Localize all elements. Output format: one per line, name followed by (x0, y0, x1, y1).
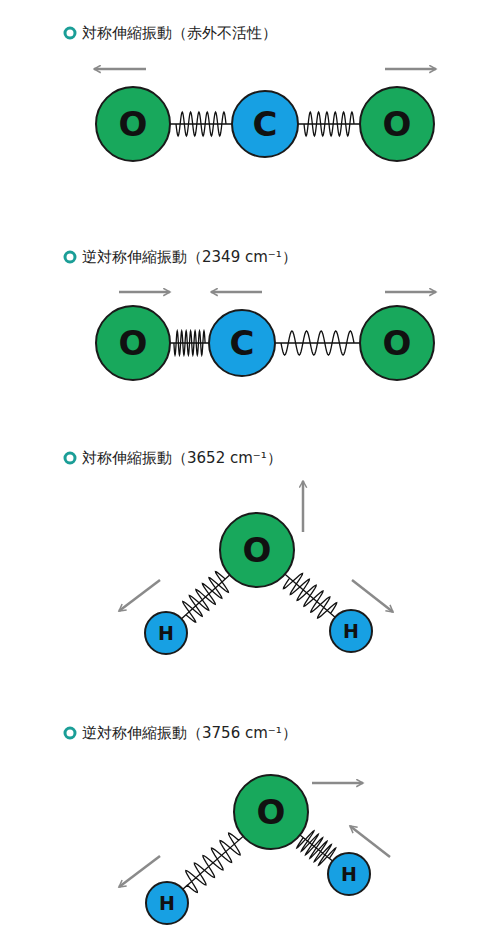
atom-circle: O (219, 512, 295, 588)
heading-label: 逆対称伸縮振動（3756 cm⁻¹） (82, 724, 297, 742)
atom-symbol: O (119, 107, 148, 141)
bond-spring (170, 331, 209, 355)
bond-spring (297, 831, 336, 865)
atom-circle: O (233, 774, 309, 850)
bullet-ring (65, 252, 75, 262)
heading-label: 対称伸縮振動（3652 cm⁻¹） (82, 449, 282, 467)
motion-arrow (312, 782, 363, 785)
atom-symbol: H (158, 624, 174, 643)
heading-label: 逆対称伸縮振動（2349 cm⁻¹） (82, 248, 297, 266)
motion-arrow (302, 481, 305, 532)
atom-circle: O (95, 305, 171, 381)
atom-circle: O (359, 86, 435, 162)
bond-spring (170, 112, 232, 136)
atom-circle: O (95, 86, 171, 162)
atom-circle: O (359, 305, 435, 381)
motion-arrow (119, 291, 170, 294)
motion-arrow (211, 291, 262, 294)
bond-spring (275, 331, 360, 355)
atom-symbol: H (343, 622, 359, 641)
atom-circle: H (329, 609, 373, 653)
atom-symbol: O (383, 107, 412, 141)
atom-symbol: O (243, 533, 272, 567)
atom-symbol: H (159, 894, 175, 913)
bullet-ring (65, 28, 75, 38)
bond-spring (183, 833, 243, 892)
atom-circle: H (145, 881, 189, 925)
bullet-ring (65, 728, 75, 738)
motion-arrow (94, 68, 146, 71)
atom-symbol: H (341, 865, 357, 884)
motion-arrow (385, 291, 436, 294)
atom-circle: C (208, 309, 276, 377)
atom-symbol: C (230, 326, 255, 360)
bond-spring (182, 572, 230, 623)
motion-arrow (385, 68, 436, 71)
heading-label: 対称伸縮振動（赤外不活性） (82, 24, 277, 42)
motion-arrow (119, 856, 160, 887)
motion-arrow (352, 580, 393, 612)
bullet-ring (65, 453, 75, 463)
bond-spring (298, 112, 360, 136)
motion-arrow (119, 580, 160, 611)
atom-symbol: O (119, 326, 148, 360)
atom-circle: C (231, 90, 299, 158)
atom-circle: H (327, 852, 371, 896)
atom-circle: H (144, 611, 188, 655)
atom-symbol: O (257, 795, 286, 829)
atom-symbol: C (253, 107, 278, 141)
atom-symbol: O (383, 326, 412, 360)
bond-spring (283, 573, 336, 618)
